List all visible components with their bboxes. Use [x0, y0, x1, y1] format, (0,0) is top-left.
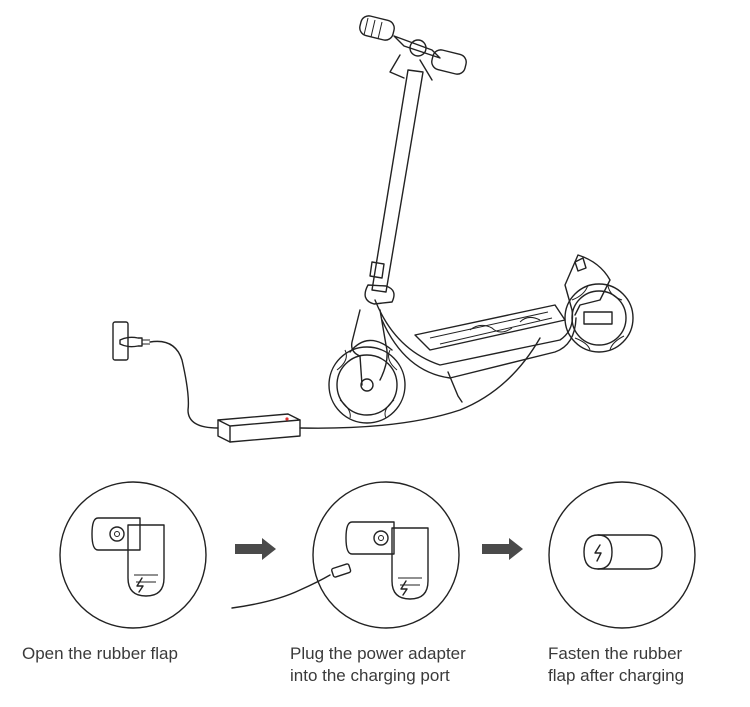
step-3-illustration — [548, 481, 696, 629]
scooter-cable — [299, 337, 541, 429]
wall-outlet — [112, 321, 150, 361]
step-1-caption: Open the rubber flap — [22, 643, 178, 665]
step-2-caption-line-2: into the charging port — [290, 666, 450, 685]
step-2-illustration — [231, 481, 460, 629]
adapter-led — [285, 417, 289, 421]
power-adapter — [217, 413, 301, 443]
step-1-caption-line-1: Open the rubber flap — [22, 644, 178, 663]
step-3-caption: Fasten the rubber flap after charging — [548, 643, 684, 687]
step-1-illustration — [59, 481, 207, 629]
front-wheel — [328, 309, 406, 424]
arrow-1 — [235, 538, 276, 560]
wall-cable — [149, 340, 219, 429]
step-3-caption-line-1: Fasten the rubber — [548, 644, 683, 663]
handlebar — [359, 15, 467, 81]
step-2-caption: Plug the power adapter into the charging… — [290, 643, 466, 687]
stem — [364, 69, 424, 305]
rear-wheel — [564, 283, 634, 353]
arrow-2 — [482, 538, 523, 560]
step-3-caption-line-2: flap after charging — [548, 666, 685, 685]
scooter — [299, 15, 634, 429]
step-2-caption-line-1: Plug the power adapter — [290, 644, 466, 663]
